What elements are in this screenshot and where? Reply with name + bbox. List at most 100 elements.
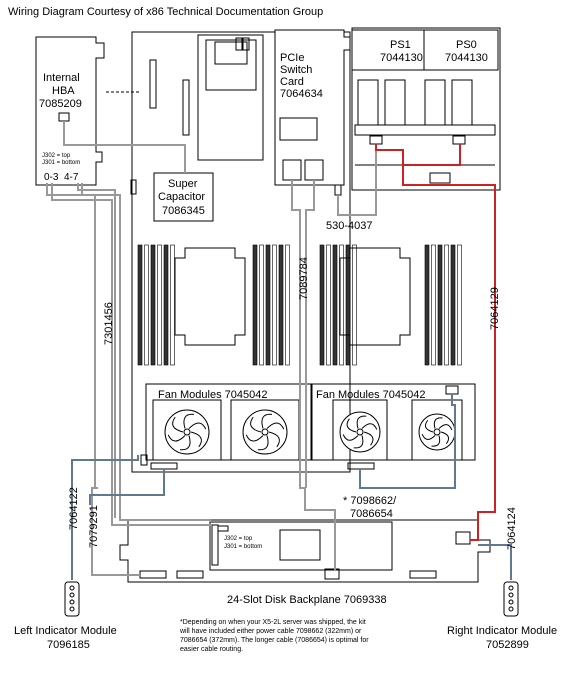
fan-blade	[346, 418, 357, 433]
fan-blade	[356, 415, 367, 429]
dimm-slot	[457, 244, 462, 366]
hba-label-line1: Internal	[43, 72, 80, 84]
hba-j302-note: J302 = top	[42, 153, 71, 159]
ps0-name: PS0	[456, 39, 477, 51]
fan-modules: Fan Modules 7045042 Fan Modules 7045042	[145, 383, 476, 461]
fan-hub	[356, 428, 364, 436]
fan-blade	[188, 422, 207, 430]
supercap-part: 7086345	[162, 205, 205, 217]
hba-label-line2: HBA	[52, 85, 75, 97]
dimm-slot	[272, 244, 277, 366]
dimm-slot	[352, 244, 357, 366]
cable-530-4037	[337, 144, 377, 216]
backplane-j301-note: J301 = bottom	[224, 544, 262, 550]
cable-7079291	[91, 487, 140, 576]
dimm-slot	[150, 244, 156, 366]
hba-port-0-3: 0-3	[44, 172, 59, 183]
dimm-slot	[319, 244, 325, 366]
dimm-slot	[437, 244, 443, 366]
hba-part-number: 7085209	[39, 98, 82, 110]
dimm-slot	[450, 244, 456, 366]
dimm-slot	[424, 244, 430, 366]
hba-port-4-7: 4-7	[64, 172, 79, 183]
pcie-line3: Card	[280, 76, 304, 88]
pcie-line2: Switch	[280, 64, 312, 76]
left-indicator-part: 7096185	[47, 639, 90, 651]
fan-hub	[433, 428, 441, 436]
fan-blade	[440, 431, 450, 445]
fan-blade	[250, 416, 262, 433]
ps1-part: 7044130	[380, 52, 423, 64]
fan-blade	[361, 423, 378, 430]
cable-7064129	[375, 144, 496, 541]
fan-blade	[424, 419, 434, 433]
fan-blade	[266, 422, 285, 430]
dimm-slot	[144, 244, 149, 366]
cable-label-7064124: 7064124	[506, 507, 518, 550]
fan-blade	[353, 435, 364, 449]
right-indicator-part: 7052899	[486, 639, 529, 651]
fan-blade	[183, 413, 195, 429]
super-capacitor: Super Capacitor 7086345	[153, 172, 214, 222]
dimm-slot	[265, 244, 271, 366]
left-indicator-label: Left Indicator Module	[14, 625, 117, 637]
fan-blade	[179, 435, 191, 451]
fan-blade	[438, 424, 453, 431]
cable-label-530-4037: 530-4037	[326, 220, 373, 232]
fan-hub	[261, 428, 269, 436]
cable-label-7079291: 7079291	[88, 505, 100, 548]
fan-blade	[261, 413, 273, 429]
fan-blade	[190, 431, 202, 448]
fan-blade	[433, 417, 443, 429]
backplane-j302-note: J302 = top	[224, 536, 253, 542]
fan-blade	[268, 431, 280, 448]
supercap-line2: Capacitor	[158, 191, 205, 203]
footnote: *Depending on when your X5-2L server was…	[179, 619, 369, 653]
dimm-slot	[252, 244, 258, 366]
footnote-line-2: will have included either power cable 70…	[179, 628, 362, 635]
diagram-title: Wiring Diagram Courtesy of x86 Technical…	[8, 6, 323, 18]
cable-label-7089784: 7089784	[298, 257, 310, 300]
fan-rotors	[164, 409, 456, 455]
cable-label-7098662: * 7098662/	[343, 495, 397, 507]
footnote-line-4: easier cable routing.	[180, 646, 243, 653]
cable-label-7064129: 7064129	[489, 287, 501, 330]
fan-blade	[431, 435, 441, 447]
fan-blade	[167, 434, 186, 442]
pcie-line1: PCIe	[280, 52, 304, 64]
backplane-label: 24-Slot Disk Backplane 7069338	[227, 594, 387, 606]
dimm-slot	[259, 244, 264, 366]
cable-7064122	[71, 455, 165, 580]
fan-blade	[172, 416, 184, 433]
right-indicator-module: Right Indicator Module 7052899	[447, 581, 557, 651]
cpu-sockets	[174, 247, 411, 346]
dimm-slot	[345, 244, 351, 366]
cable-7089784	[291, 180, 336, 571]
dimm-slots	[137, 244, 462, 366]
cable-label-7086654: 7086654	[350, 508, 393, 520]
power-supply-bay: PS1 7044130 PS0 7044130	[351, 27, 501, 191]
ps1-name: PS1	[390, 39, 411, 51]
fans-right-label: Fan Modules 7045042	[316, 389, 425, 401]
pcie-part: 7064634	[280, 88, 323, 100]
fans-left-label: Fan Modules 7045042	[158, 389, 267, 401]
right-indicator-label: Right Indicator Module	[447, 625, 557, 637]
dimm-slot	[170, 244, 175, 366]
disk-backplane: J302 = top J301 = bottom 24-Slot Disk Ba…	[119, 519, 491, 606]
hba-j301-note: J301 = bottom	[42, 160, 80, 166]
dimm-slot	[137, 244, 143, 366]
dimm-slot	[157, 244, 162, 366]
fan-blade	[257, 435, 269, 451]
left-indicator-module: Left Indicator Module 7096185	[14, 581, 117, 651]
cable-label-7301456: 7301456	[103, 302, 115, 345]
supercap-line1: Super	[168, 178, 198, 190]
pcie-switch-card: PCIe Switch Card 7064634	[274, 29, 351, 186]
dimm-slot	[326, 244, 331, 366]
fan-blade	[363, 431, 374, 446]
dimm-slot	[444, 244, 449, 366]
dimm-slot	[278, 244, 284, 366]
dimm-slot	[285, 244, 290, 366]
fan-blade	[245, 434, 264, 442]
